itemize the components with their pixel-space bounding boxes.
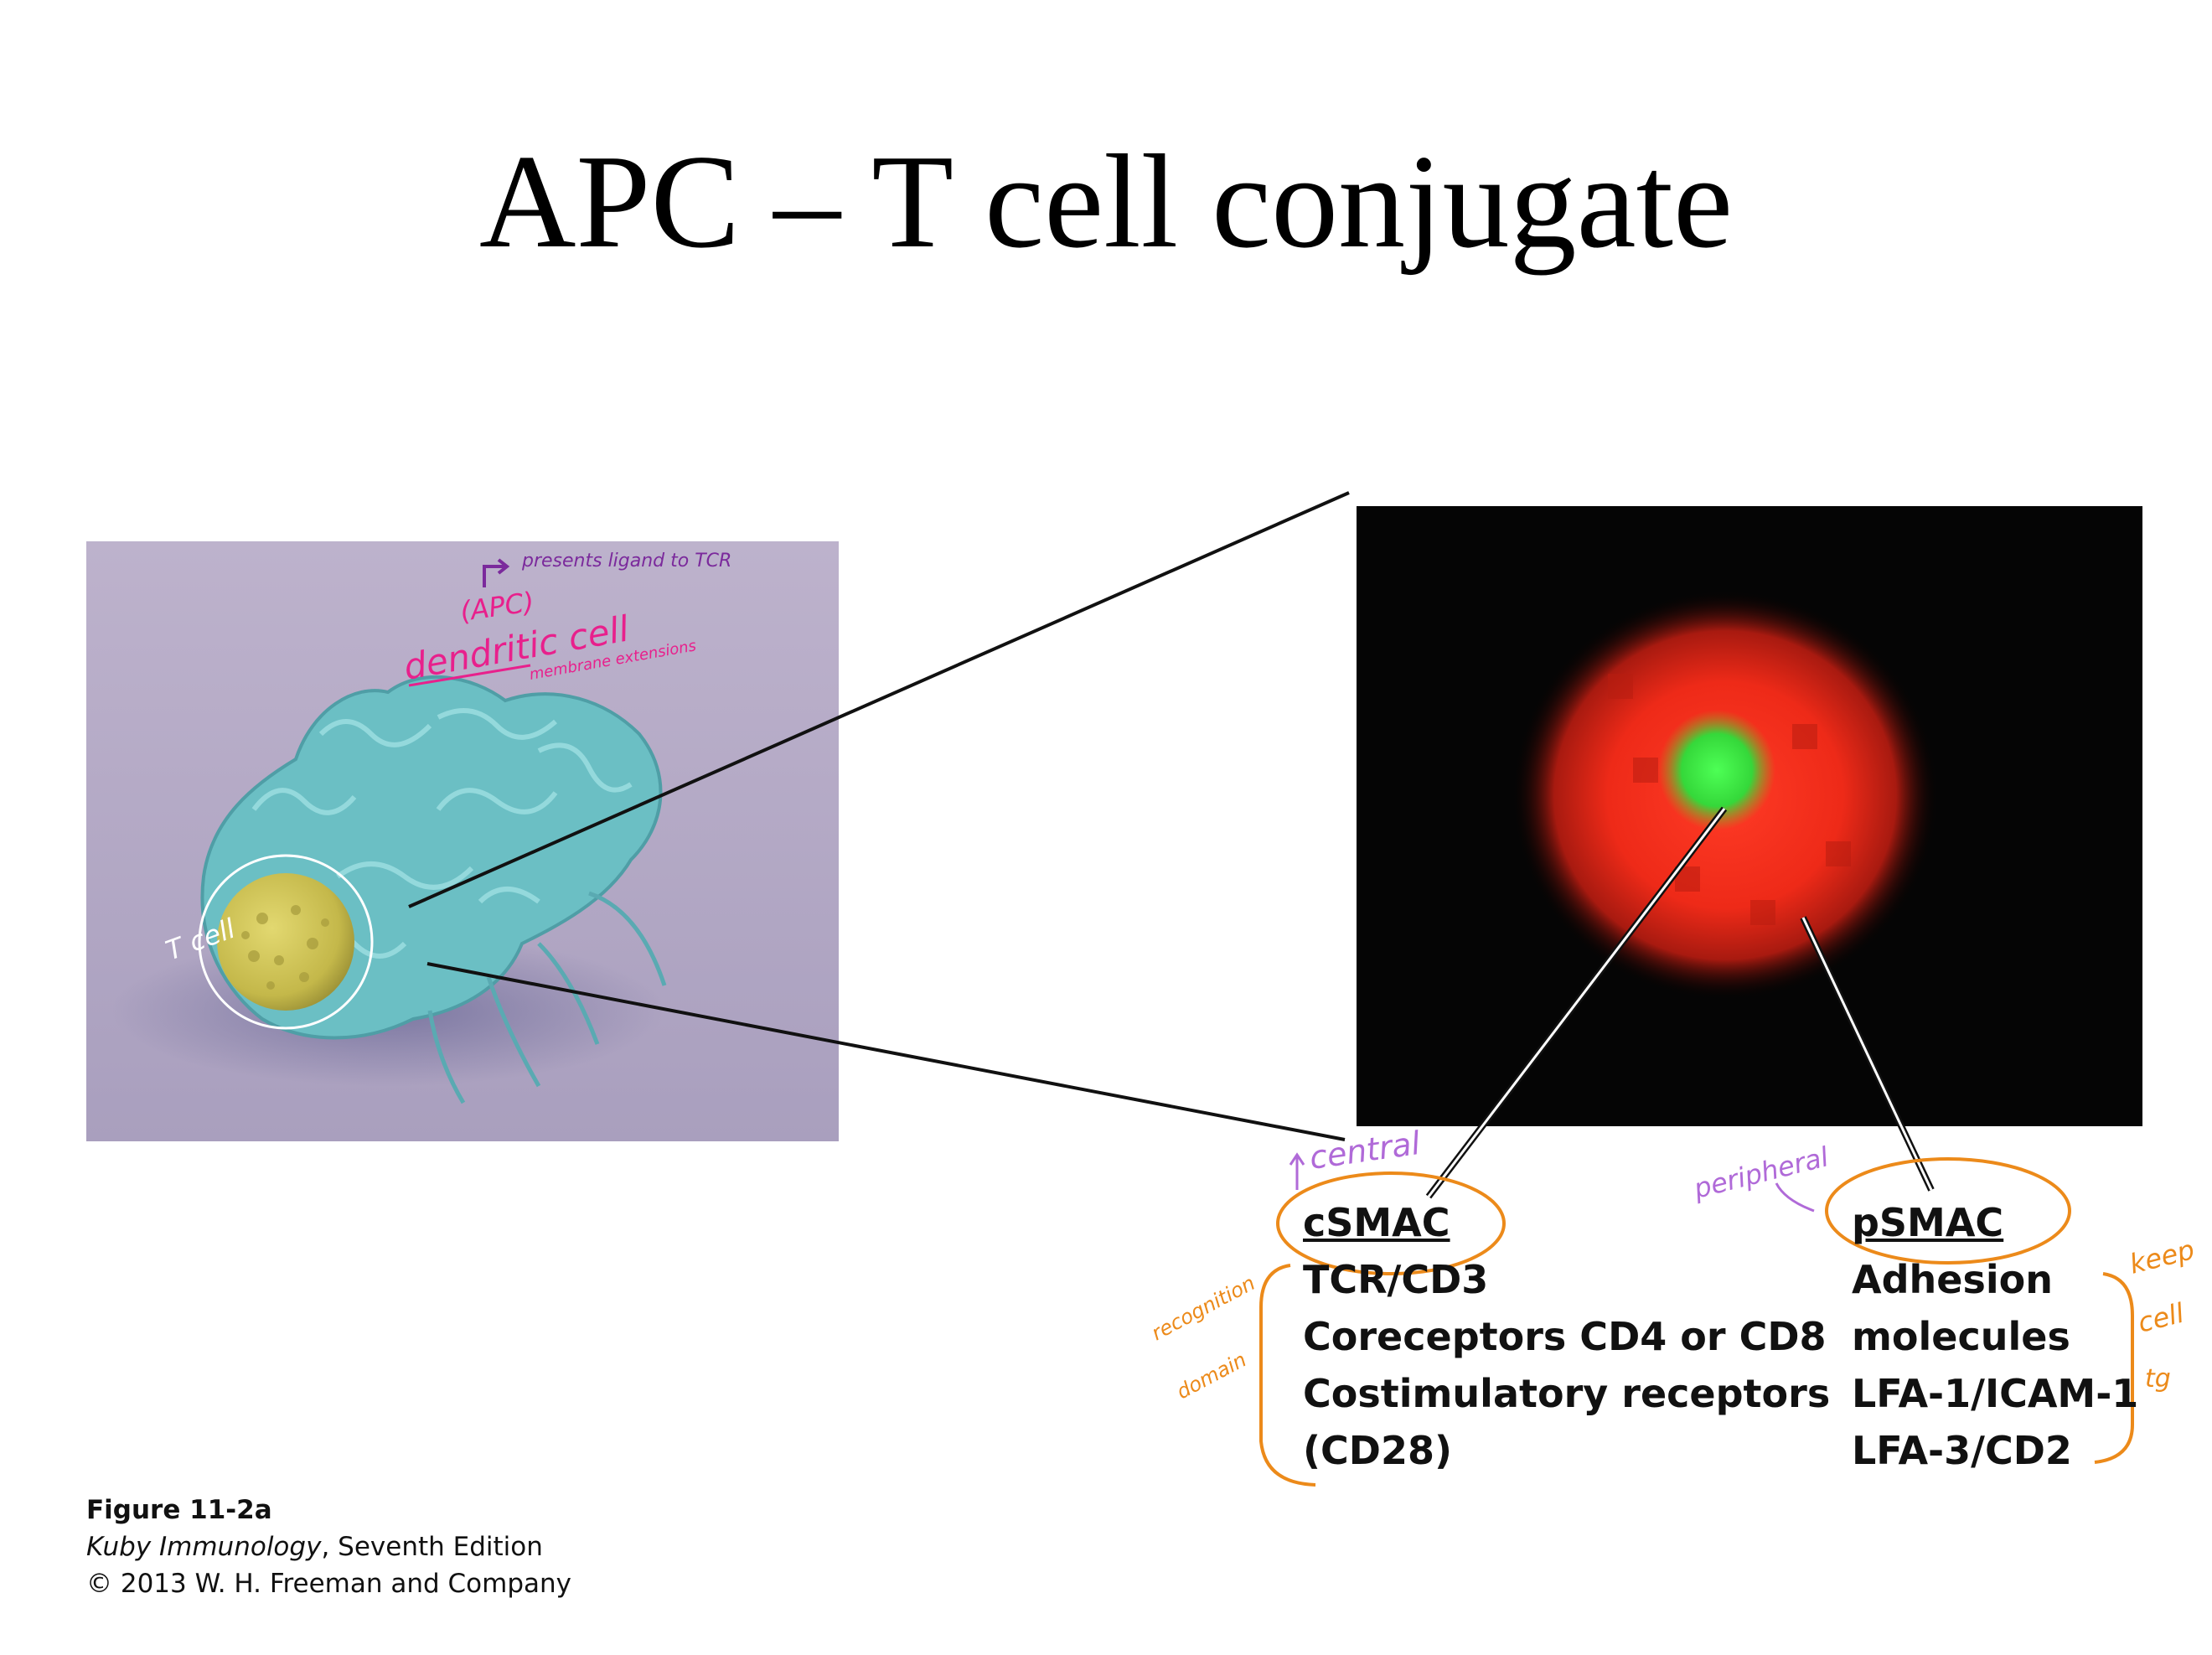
book-edition: , Seventh Edition	[321, 1532, 543, 1562]
recognition-bracket	[1259, 1264, 1316, 1487]
psmac-item: LFA-1/ICAM-1	[1852, 1371, 2139, 1416]
psmac-item: LFA-3/CD2	[1852, 1428, 2072, 1473]
arrow-icon	[483, 565, 505, 587]
psmac-item: Adhesion	[1852, 1257, 2053, 1302]
annotation-recognition: recognition	[1148, 1271, 1259, 1345]
csmac-pointer-inner	[1427, 808, 1726, 1197]
peripheral-arrow-icon	[1775, 1182, 1815, 1213]
psmac-list: pSMAC Adhesion molecules LFA-1/ICAM-1 LF…	[1852, 1194, 2138, 1479]
slide-title: APC – T cell conjugate	[478, 127, 1734, 276]
annotation-tg: tg	[2145, 1364, 2171, 1394]
psmac-circle	[1825, 1157, 2071, 1265]
psmac-heading: pSMAC	[1852, 1200, 2004, 1245]
annotation-presents: presents ligand to TCR	[521, 551, 731, 571]
book-line: Kuby Immunology, Seventh Edition	[86, 1528, 571, 1565]
annotation-central: central	[1307, 1125, 1423, 1177]
figure-number: Figure 11-2a	[86, 1495, 272, 1525]
psmac-pointer-inner	[1801, 917, 1933, 1191]
membrane-extensions	[427, 891, 667, 1104]
psmac-item: molecules	[1852, 1314, 2070, 1359]
ring-texture	[1608, 674, 1851, 925]
copyright: © 2013 W. H. Freeman and Company	[86, 1569, 572, 1599]
fluorescence-micrograph-art	[1357, 506, 2142, 1126]
csmac-center	[1658, 710, 1775, 830]
csmac-item: TCR/CD3	[1303, 1257, 1489, 1302]
t-cell-texture	[241, 905, 329, 990]
csmac-heading: cSMAC	[1303, 1200, 1450, 1245]
zoom-line-top	[408, 491, 1350, 908]
csmac-item: Coreceptors CD4 or CD8	[1303, 1314, 1827, 1359]
book-title: Kuby Immunology	[86, 1532, 322, 1562]
csmac-item: Costimulatory receptors	[1303, 1371, 1831, 1416]
t-cell-highlight-circle	[198, 854, 374, 1030]
zoom-line-bottom	[426, 962, 1346, 1141]
annotation-domain: domain	[1173, 1347, 1251, 1404]
figure-caption: Figure 11-2a Kuby Immunology, Seventh Ed…	[86, 1492, 571, 1602]
annotation-cell: cell	[2135, 1297, 2188, 1339]
fluorescence-micrograph	[1357, 506, 2142, 1126]
keep-bracket	[2094, 1272, 2134, 1464]
t-cell	[217, 873, 354, 1011]
central-arrow-icon	[1289, 1152, 1305, 1190]
csmac-list: cSMAC TCR/CD3 Coreceptors CD4 or CD8 Cos…	[1303, 1194, 1830, 1479]
csmac-item: (CD28)	[1303, 1428, 1453, 1473]
dendritic-underline	[408, 664, 531, 687]
sem-micrograph: presents ligand to TCR (APC) dendritic c…	[86, 541, 839, 1141]
sem-micrograph-art: presents ligand to TCR (APC) dendritic c…	[86, 541, 839, 1141]
csmac-circle	[1276, 1171, 1506, 1275]
